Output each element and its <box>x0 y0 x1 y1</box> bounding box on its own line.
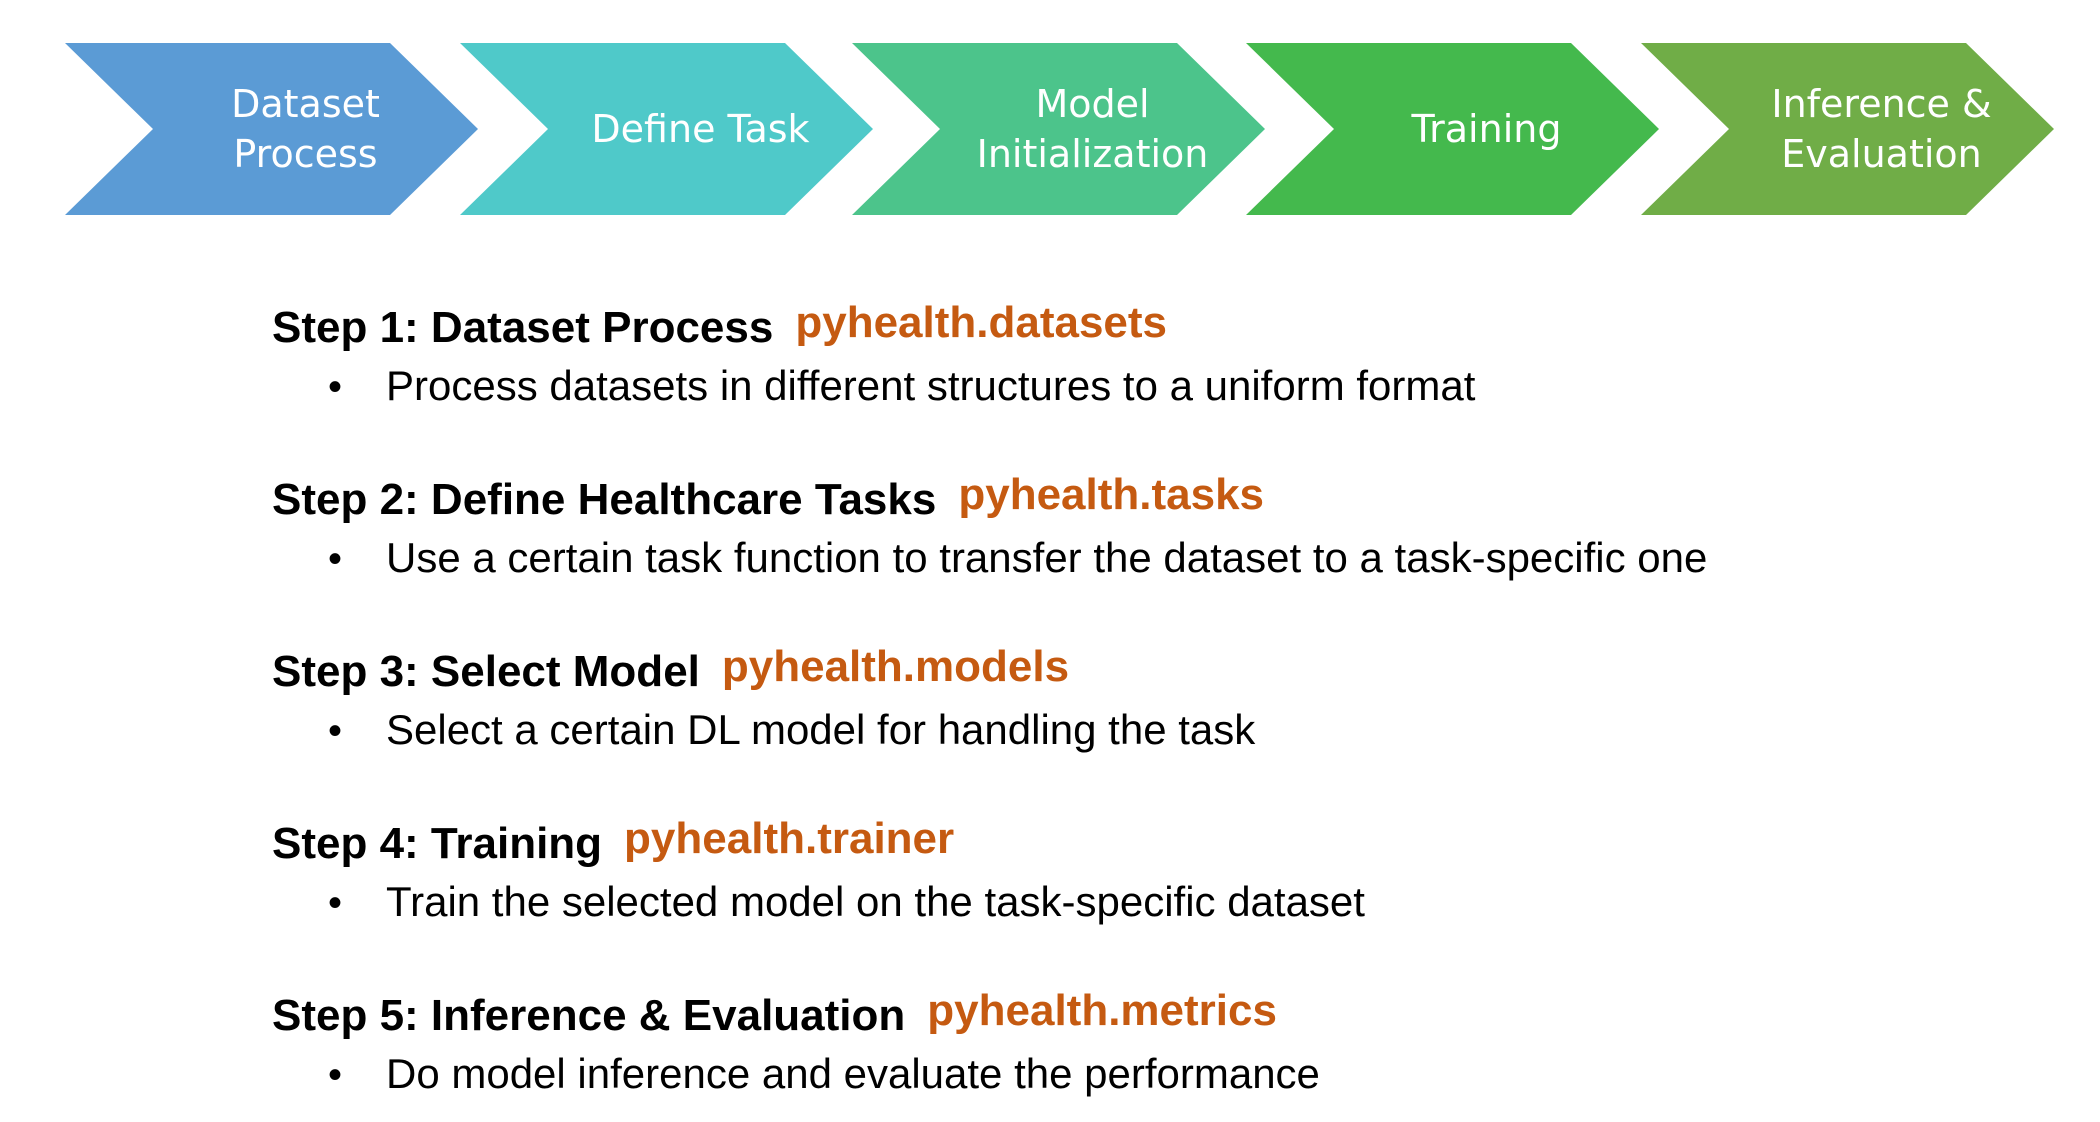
step-3-module: pyhealth.models <box>721 642 1070 691</box>
pipeline-stage-4 <box>1246 43 1659 215</box>
step-4-module: pyhealth.trainer <box>624 814 955 863</box>
pipeline-stage-1-label-line-2: Process <box>233 132 377 176</box>
pipeline-stage-1-label-line-1: Dataset <box>231 82 380 126</box>
bullet-icon: • <box>328 1053 343 1097</box>
pipeline-stage-3-label-line-2: Initialization <box>977 132 1209 176</box>
pipeline-stage-5-label-line-1: Inference & <box>1771 82 1991 126</box>
step-3-header: Step 3: Select Model pyhealth.models <box>272 642 2052 702</box>
step-3-title: Step 3: Select Model <box>272 647 700 696</box>
step-4: Step 4: Training pyhealth.trainer • Trai… <box>272 814 2052 930</box>
step-2-module: pyhealth.tasks <box>958 470 1265 519</box>
pipeline-stage-4-label-line-1: Training <box>1411 107 1562 151</box>
steps-list: Step 1: Dataset Process pyhealth.dataset… <box>272 298 2052 1102</box>
step-3-description: Select a certain DL model for handling t… <box>386 706 1256 753</box>
step-1-module: pyhealth.datasets <box>795 298 1168 347</box>
pipeline-stage-1 <box>65 43 478 215</box>
pipeline-stage-5-label-line-2: Evaluation <box>1781 132 1982 176</box>
step-5-bullet-row: • Do model inference and evaluate the pe… <box>272 1046 2052 1102</box>
step-1-bullet-row: • Process datasets in different structur… <box>272 358 2052 414</box>
step-4-bullet-row: • Train the selected model on the task-s… <box>272 874 2052 930</box>
step-3-bullet-row: • Select a certain DL model for handling… <box>272 702 2052 758</box>
step-1: Step 1: Dataset Process pyhealth.dataset… <box>272 298 2052 414</box>
step-2-header: Step 2: Define Healthcare Tasks pyhealth… <box>272 470 2052 530</box>
bullet-icon: • <box>328 537 343 581</box>
pipeline-stage-3 <box>852 43 1265 215</box>
step-5-description: Do model inference and evaluate the perf… <box>386 1050 1320 1097</box>
step-1-header: Step 1: Dataset Process pyhealth.dataset… <box>272 298 2052 358</box>
step-4-header: Step 4: Training pyhealth.trainer <box>272 814 2052 874</box>
step-2-description: Use a certain task function to transfer … <box>386 534 1708 581</box>
step-5-title: Step 5: Inference & Evaluation <box>272 991 906 1040</box>
step-5-header: Step 5: Inference & Evaluation pyhealth.… <box>272 986 2052 1046</box>
pipeline-stage-2 <box>460 43 873 215</box>
step-5-module: pyhealth.metrics <box>927 986 1277 1035</box>
step-1-description: Process datasets in different structures… <box>386 362 1476 409</box>
step-3: Step 3: Select Model pyhealth.models • S… <box>272 642 2052 758</box>
step-2-bullet-row: • Use a certain task function to transfe… <box>272 530 2052 586</box>
step-4-title: Step 4: Training <box>272 819 603 868</box>
pipeline-stage-2-label-line-1: Define Task <box>591 107 809 151</box>
bullet-icon: • <box>328 881 343 925</box>
step-4-description: Train the selected model on the task-spe… <box>386 878 1365 925</box>
bullet-icon: • <box>328 709 343 753</box>
step-2: Step 2: Define Healthcare Tasks pyhealth… <box>272 470 2052 586</box>
step-2-title: Step 2: Define Healthcare Tasks <box>272 475 937 524</box>
step-5: Step 5: Inference & Evaluation pyhealth.… <box>272 986 2052 1102</box>
step-1-title: Step 1: Dataset Process <box>272 303 774 352</box>
pipeline-stage-5 <box>1641 43 2054 215</box>
pipeline-stage-3-label-line-1: Model <box>1035 82 1149 126</box>
bullet-icon: • <box>328 365 343 409</box>
